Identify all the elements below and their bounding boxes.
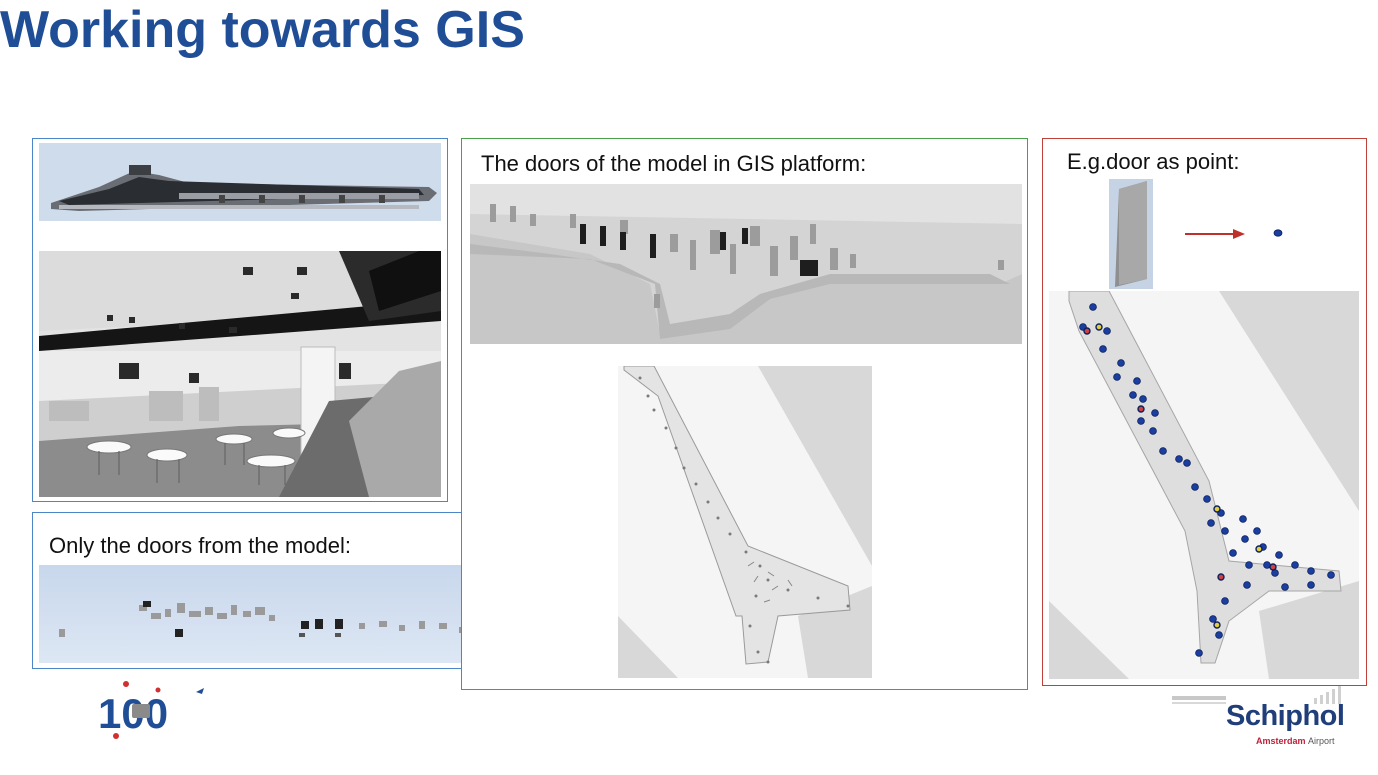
door-as-point-frame: E.g.door as point: bbox=[1042, 138, 1367, 686]
schiphol-logo-bars bbox=[1172, 686, 1341, 704]
model-overview-image bbox=[39, 143, 441, 221]
door-points-map bbox=[1049, 291, 1359, 679]
doors-only-caption: Only the doors from the model: bbox=[49, 533, 352, 558]
schiphol-sub-amsterdam: Amsterdam bbox=[1256, 736, 1306, 746]
schiphol-logo-subtitle: Amsterdam Airport bbox=[1256, 736, 1335, 746]
door-3d-image bbox=[1109, 179, 1153, 289]
gis-caption: The doors of the model in GIS platform: bbox=[481, 151, 867, 176]
centenary-logo: 100 bbox=[98, 681, 204, 739]
schiphol-logo-text: Schiphol bbox=[1226, 700, 1345, 732]
gis-3d-doors-image bbox=[470, 184, 1022, 344]
slide-title: Working towards GIS bbox=[0, 1, 525, 59]
model-interior-image bbox=[39, 251, 441, 497]
model-render-frame bbox=[32, 138, 448, 502]
gis-2d-doors-map bbox=[618, 366, 872, 678]
door-point-caption: E.g.door as point: bbox=[1067, 149, 1240, 174]
door-point-marker bbox=[1273, 229, 1283, 237]
gis-platform-frame: The doors of the model in GIS platform: bbox=[461, 138, 1028, 690]
right-arrow-icon bbox=[1185, 229, 1245, 239]
schiphol-sub-airport: Airport bbox=[1308, 736, 1335, 746]
